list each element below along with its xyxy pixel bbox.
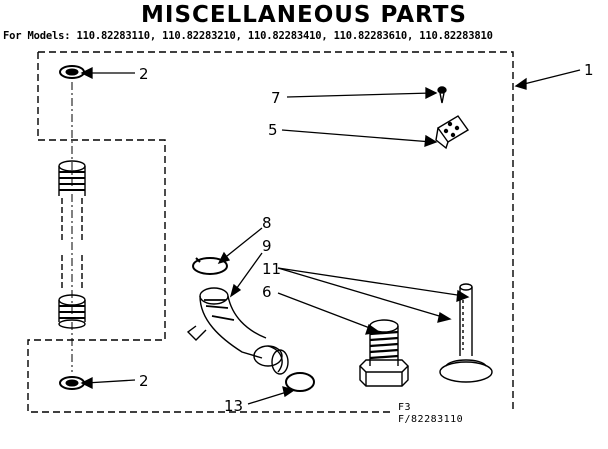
callout-5: 5 bbox=[268, 121, 278, 139]
hose-clamp bbox=[192, 257, 228, 275]
figure-code: F/82283110 bbox=[398, 414, 464, 425]
callout-2-bottom: 2 bbox=[139, 372, 149, 390]
threaded-fitting bbox=[359, 319, 409, 387]
callout-2-top: 2 bbox=[139, 65, 149, 83]
leader-lines bbox=[80, 66, 581, 405]
washer-bottom bbox=[59, 376, 85, 390]
leveling-leg bbox=[439, 283, 493, 383]
callout-8: 8 bbox=[262, 214, 272, 232]
callout-11: 11 bbox=[262, 260, 281, 278]
model-list: For Models: 110.82283110, 110.82283210, … bbox=[3, 30, 493, 42]
group-outline bbox=[27, 51, 514, 413]
figure-number: F3 bbox=[398, 402, 412, 413]
hose-coupling-upper bbox=[58, 160, 86, 240]
hose-coupling-lower bbox=[58, 255, 86, 329]
callout-1: 1 bbox=[584, 61, 594, 79]
callout-13: 13 bbox=[224, 397, 243, 415]
screw bbox=[437, 86, 447, 104]
washer-top bbox=[59, 65, 85, 79]
page-title: MISCELLANEOUS PARTS bbox=[141, 2, 467, 28]
figure-id: F3 F/82283110 bbox=[398, 402, 463, 426]
o-ring bbox=[285, 372, 315, 392]
callout-7: 7 bbox=[271, 89, 281, 107]
callout-6: 6 bbox=[262, 283, 272, 301]
bracket-plate bbox=[435, 115, 470, 150]
callout-9: 9 bbox=[262, 237, 272, 255]
elbow-hose bbox=[186, 287, 289, 375]
